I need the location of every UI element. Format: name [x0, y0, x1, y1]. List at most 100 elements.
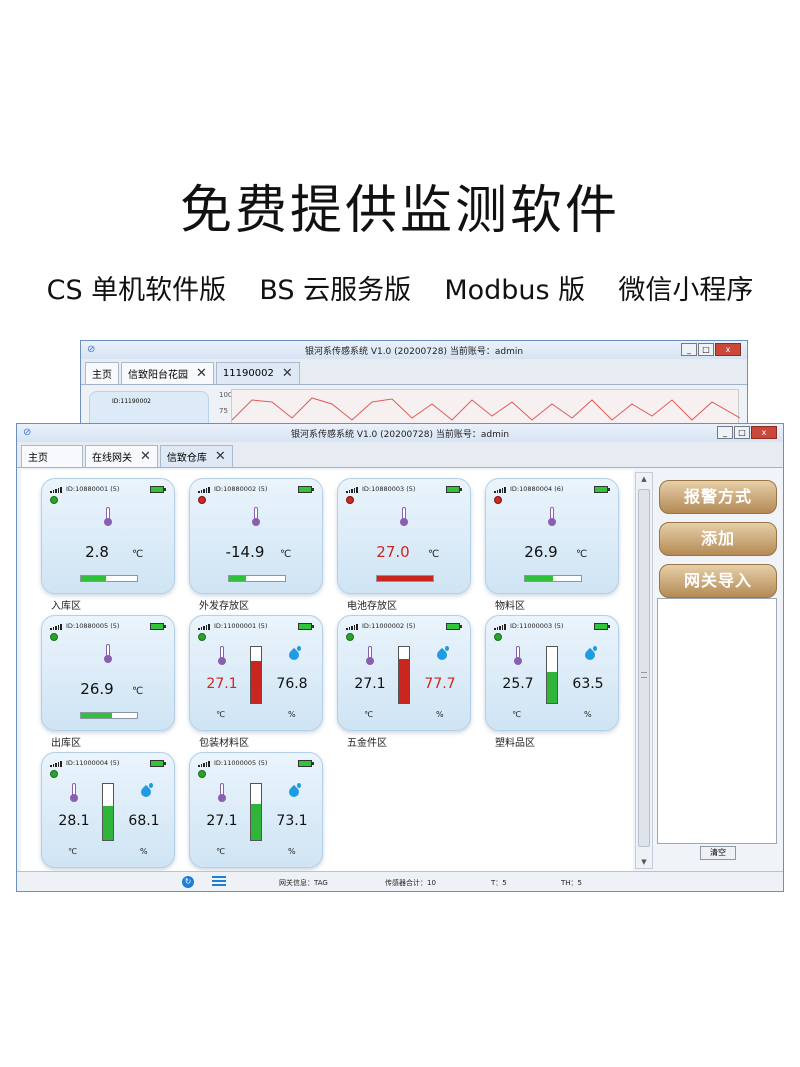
humidity-value: 77.7 [424, 676, 456, 692]
sensor-card[interactable]: ID:10880005 (5)26.9℃ [41, 615, 175, 731]
temperature-value: 28.1 [58, 813, 90, 829]
scroll-down-icon[interactable]: ▼ [641, 858, 647, 866]
thermometer-icon [218, 783, 226, 802]
thermometer-icon [548, 507, 556, 526]
status-indicator [50, 633, 58, 641]
card-id: ID:11000002 (5) [362, 622, 416, 630]
temperature-value: 26.9 [524, 543, 558, 561]
humidity-drop-icon [584, 646, 597, 662]
card-location-label: 物料区 [495, 601, 525, 612]
battery-icon [594, 486, 610, 493]
battery-icon [150, 760, 166, 767]
status-indicator [346, 633, 354, 641]
card-id: ID:11000004 (5) [66, 759, 120, 767]
close-icon[interactable]: ✕ [140, 449, 151, 464]
card-id: ID:10880005 (5) [66, 622, 120, 630]
status-indicator [50, 496, 58, 504]
thermometer-icon [514, 646, 522, 665]
humidity-bar [398, 646, 410, 704]
signal-icon [346, 624, 358, 630]
status-indicator [198, 496, 206, 504]
battery-icon [446, 486, 462, 493]
sensor-card[interactable]: ID:10880004 (6)26.9℃ [485, 478, 619, 594]
status-th-count: TH：5 [561, 879, 582, 887]
promo-versions: CS 单机软件版 BS 云服务版 Modbus 版 微信小程序 [0, 268, 800, 307]
minimize-button[interactable]: _ [717, 426, 733, 439]
close-icon[interactable]: ✕ [214, 449, 226, 464]
humidity-unit: % [288, 847, 296, 856]
humidity-drop-icon [140, 783, 153, 799]
temperature-unit: ℃ [280, 549, 292, 560]
status-indicator [50, 770, 58, 778]
version-bs: BS 云服务版 [259, 275, 412, 306]
tab-warehouse[interactable]: 信致仓库✕ [159, 445, 233, 467]
version-cs: CS 单机软件版 [46, 275, 227, 306]
card-location-label: 入库区 [51, 601, 81, 612]
status-t-count: T：5 [491, 879, 507, 887]
axis-tick: 75 [219, 407, 228, 415]
temperature-value: -14.9 [225, 543, 265, 561]
signal-icon [198, 487, 210, 493]
scroll-thumb[interactable] [638, 489, 650, 847]
version-wechat: 微信小程序 [618, 275, 754, 306]
card-location-label: 电池存放区 [347, 601, 397, 612]
thermometer-icon [104, 644, 112, 663]
background-window-titlebar: ⊘ 银河系传感系统 V1.0 (20200728) 当前账号：admin _ □… [81, 341, 747, 359]
temperature-value: 25.7 [502, 676, 534, 692]
tab-home[interactable]: 主页 [21, 445, 83, 467]
main-window: ⊘ 银河系传感系统 V1.0 (20200728) 当前账号：admin _ □… [16, 423, 784, 892]
card-location-label: 外发存放区 [199, 601, 249, 612]
temperature-unit: ℃ [132, 686, 144, 697]
tab-online-gateway[interactable]: 在线网关 ✕ [85, 445, 158, 467]
card-id: ID:11000005 (5) [214, 759, 268, 767]
gateway-import-button[interactable]: 网关导入 [659, 564, 777, 598]
humidity-drop-icon [436, 646, 449, 662]
thermometer-icon [366, 646, 374, 665]
battery-icon [150, 486, 166, 493]
temperature-unit: ℃ [428, 549, 440, 560]
card-location-label: 塑料品区 [495, 738, 535, 749]
sensor-card[interactable]: ID:10880003 (5)27.0℃ [337, 478, 471, 594]
close-icon[interactable]: ✕ [196, 366, 207, 381]
tab-garden[interactable]: 信致阳台花园✕ [121, 362, 214, 384]
signal-icon [50, 761, 62, 767]
sensor-card[interactable]: ID:10880002 (5)-14.9℃ [189, 478, 323, 594]
background-window-title: 银河系传感系统 V1.0 (20200728) 当前账号：admin [304, 346, 524, 357]
scroll-up-icon[interactable]: ▲ [641, 475, 647, 483]
signal-icon [198, 624, 210, 630]
list-icon[interactable] [212, 876, 226, 888]
alarm-method-button[interactable]: 报警方式 [659, 480, 777, 514]
maximize-button[interactable]: □ [698, 343, 714, 356]
close-icon[interactable]: ✕ [281, 366, 293, 381]
humidity-value: 63.5 [572, 676, 604, 692]
clear-button[interactable]: 清空 [700, 846, 736, 860]
humidity-unit: % [140, 847, 148, 856]
close-button[interactable]: x [751, 426, 777, 439]
refresh-icon[interactable]: ↻ [182, 876, 194, 888]
maximize-button[interactable]: □ [734, 426, 750, 439]
temperature-unit: ℃ [216, 710, 225, 719]
battery-icon [298, 486, 314, 493]
humidity-unit: % [584, 710, 592, 719]
thermometer-icon [252, 507, 260, 526]
tab-sensor[interactable]: 11190002✕ [215, 362, 300, 384]
status-indicator [494, 633, 502, 641]
close-button[interactable]: x [715, 343, 741, 356]
tab-label: 在线网关 [92, 453, 132, 464]
log-box[interactable] [657, 598, 777, 844]
humidity-value: 76.8 [276, 676, 308, 692]
minimize-button[interactable]: _ [681, 343, 697, 356]
temperature-unit: ℃ [68, 847, 77, 856]
tab-label: 主页 [92, 370, 112, 381]
tab-home[interactable]: 主页 [85, 362, 119, 384]
status-bar: ↻ 网关信息：TAG 传感器合计：10 T：5 TH：5 [17, 871, 783, 891]
main-tabbar: 主页 在线网关 ✕ 信致仓库✕ [17, 442, 783, 468]
sensor-card[interactable]: ID:10880001 (5)2.8℃ [41, 478, 175, 594]
add-button[interactable]: 添加 [659, 522, 777, 556]
vertical-scrollbar[interactable]: ▲ ▼ [635, 472, 653, 869]
